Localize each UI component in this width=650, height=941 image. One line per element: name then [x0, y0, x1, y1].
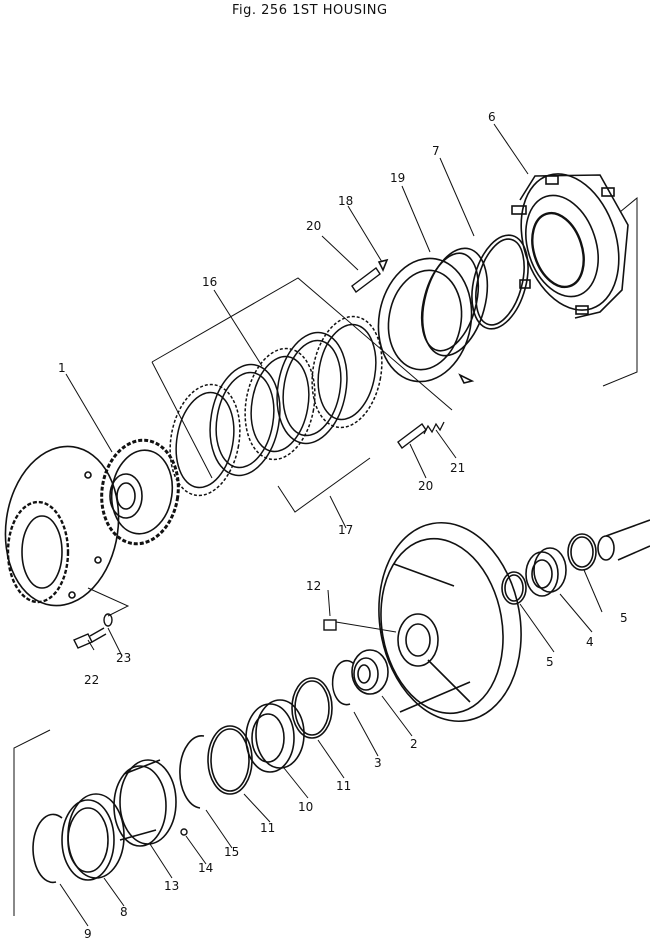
part-2-bearing	[351, 649, 389, 695]
callout-20-lower: 20	[418, 479, 433, 493]
part-12-plug	[323, 619, 337, 631]
part-9-snap-ring	[32, 813, 63, 884]
part-11-ring-lower	[207, 725, 253, 795]
callout-22: 22	[84, 673, 99, 687]
part-5-seal-left	[501, 571, 527, 605]
callout-17: 17	[338, 523, 353, 537]
part-3-snap-ring	[331, 659, 355, 706]
housing-bracket	[602, 196, 638, 387]
part-20-pin-upper	[351, 266, 381, 294]
main-housing	[378, 521, 522, 723]
callout-8: 8	[120, 905, 128, 919]
left-housing	[4, 445, 120, 607]
part-7-snap-ring	[471, 234, 529, 330]
callout-4: 4	[586, 635, 594, 649]
callout-10: 10	[298, 800, 313, 814]
callout-7: 7	[432, 144, 440, 158]
figure-title: Fig. 256 1ST HOUSING	[232, 3, 388, 18]
part-22-bolt	[73, 627, 107, 649]
callout-5-right: 5	[620, 611, 628, 625]
callout-19: 19	[390, 171, 405, 185]
callout-2: 2	[410, 737, 418, 751]
part-5-seal-right	[567, 533, 597, 571]
callout-16: 16	[202, 275, 217, 289]
callout-11-upper: 11	[336, 779, 351, 793]
part-23-washer	[103, 613, 113, 627]
shaft	[597, 519, 650, 561]
part-14-ball	[180, 828, 188, 836]
callout-23: 23	[116, 651, 131, 665]
part-12-leader-line	[335, 621, 397, 633]
clutch-bracket-lower	[151, 361, 371, 513]
clutch-bracket-upper	[151, 277, 453, 411]
part-15-snap-ring	[179, 735, 205, 809]
callout-12: 12	[306, 579, 321, 593]
callout-14: 14	[198, 861, 213, 875]
callout-15: 15	[224, 845, 239, 859]
part-21-spring	[423, 421, 445, 435]
callout-1: 1	[58, 361, 66, 375]
part-8-seal	[61, 793, 125, 881]
part-20-pin-lower	[397, 422, 427, 450]
part-18-end-plate	[377, 257, 475, 384]
part-6-housing	[511, 173, 629, 319]
callout-18: 18	[338, 194, 353, 208]
part-1-gear	[100, 438, 180, 546]
part-4-bearing	[525, 547, 567, 597]
part-13-sleeve	[113, 759, 177, 847]
clutch-pack	[169, 315, 383, 497]
left-housing-bracket	[87, 587, 130, 617]
callout-3: 3	[374, 756, 382, 770]
callout-21: 21	[450, 461, 465, 475]
callout-9: 9	[84, 927, 92, 941]
callout-11-lower: 11	[260, 821, 275, 835]
callout-6: 6	[488, 110, 496, 124]
leader-lines	[59, 123, 603, 927]
callout-labels: 1 6 7 19 18 20 16 21 20 17 12 23 22 5 4 …	[58, 110, 628, 941]
lower-left-bracket	[13, 729, 51, 916]
callout-5-left: 5	[546, 655, 554, 669]
part-19-ring	[420, 247, 489, 357]
callout-20-upper: 20	[306, 219, 321, 233]
part-11-ring-upper	[291, 677, 333, 739]
callout-13: 13	[164, 879, 179, 893]
